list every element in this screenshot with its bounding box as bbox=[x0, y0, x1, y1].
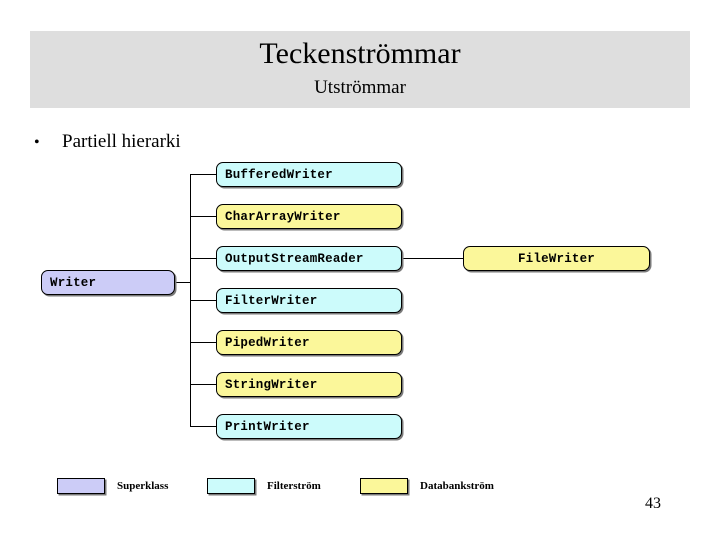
node-filterwriter[interactable]: FilterWriter bbox=[216, 288, 402, 313]
bullet-item-label: Partiell hierarki bbox=[62, 131, 181, 152]
page-subtitle: Utströmmar bbox=[314, 77, 406, 98]
slide-header-band: Teckenströmmar Utströmmar bbox=[30, 31, 690, 108]
node-label: OutputStreamReader bbox=[225, 251, 364, 266]
legend-item-label: Superklass bbox=[117, 480, 169, 492]
node-label: PrintWriter bbox=[225, 419, 310, 434]
node-label: FileWriter bbox=[517, 251, 595, 266]
node-label: StringWriter bbox=[225, 377, 318, 392]
connector-branch-2 bbox=[190, 216, 216, 217]
node-pipedwriter[interactable]: PipedWriter bbox=[216, 330, 402, 355]
legend-item-label: Filterström bbox=[267, 480, 321, 492]
page-title: Teckenströmmar bbox=[259, 37, 461, 70]
connector-branch-1 bbox=[190, 174, 216, 175]
node-label: BufferedWriter bbox=[225, 167, 333, 182]
node-filewriter[interactable]: FileWriter bbox=[463, 246, 650, 271]
page-number: 43 bbox=[645, 495, 661, 512]
connector-outputstreamreader-to-filewriter bbox=[402, 258, 463, 259]
node-stringwriter[interactable]: StringWriter bbox=[216, 372, 402, 397]
node-writer[interactable]: Writer bbox=[41, 270, 175, 295]
bullet-item: • Partiell hierarki bbox=[34, 131, 181, 154]
connector-branch-5 bbox=[190, 342, 216, 343]
legend-item-superklass: Superklass bbox=[57, 475, 168, 497]
connector-branch-3 bbox=[190, 258, 216, 259]
connector-superclass-to-trunk bbox=[175, 282, 191, 283]
legend-swatch-icon bbox=[360, 478, 408, 494]
legend-swatch-icon bbox=[207, 478, 255, 494]
legend-swatch-icon bbox=[57, 478, 105, 494]
node-bufferedwriter[interactable]: BufferedWriter bbox=[216, 162, 402, 187]
legend-item-label: Databankström bbox=[420, 480, 494, 492]
bullet-point-icon: • bbox=[34, 134, 40, 151]
connector-branch-7 bbox=[190, 426, 216, 427]
node-outputstreamreader[interactable]: OutputStreamReader bbox=[216, 246, 402, 271]
node-label: PipedWriter bbox=[225, 335, 310, 350]
node-label: CharArrayWriter bbox=[225, 209, 341, 224]
legend-item-databankstrom: Databankström bbox=[360, 475, 494, 497]
node-chararraywriter[interactable]: CharArrayWriter bbox=[216, 204, 402, 229]
node-label: Writer bbox=[50, 275, 97, 290]
node-label: FilterWriter bbox=[225, 293, 318, 308]
legend-item-filterstrom: Filterström bbox=[207, 475, 321, 497]
node-printwriter[interactable]: PrintWriter bbox=[216, 414, 402, 439]
legend: Superklass Filterström Databankström bbox=[0, 475, 720, 497]
connector-branch-4 bbox=[190, 300, 216, 301]
connector-branch-6 bbox=[190, 384, 216, 385]
